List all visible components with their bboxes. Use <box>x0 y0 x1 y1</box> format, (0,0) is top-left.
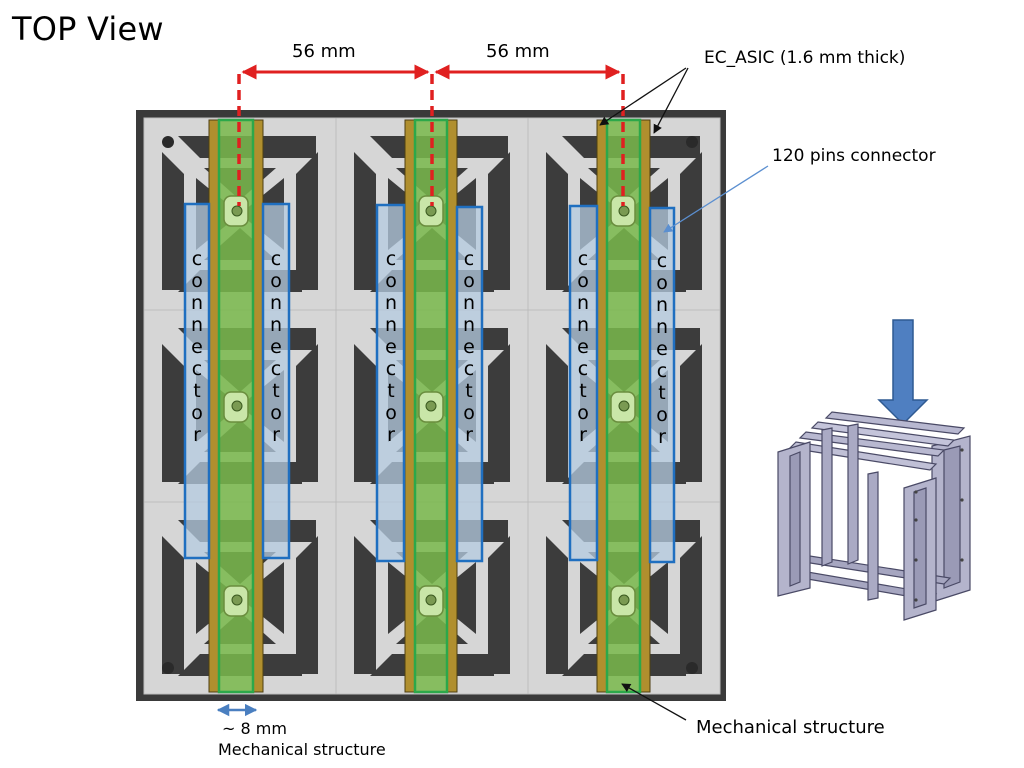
connector-pins-callout: 120 pins connector <box>772 146 936 166</box>
mechanical-frame-3d <box>777 411 971 621</box>
pitch-label-right: 56 mm <box>486 41 550 62</box>
connector-1 <box>183 202 211 560</box>
mechanical-structure-callout: Mechanical structure <box>696 717 885 738</box>
width-caption: Mechanical structure <box>218 740 386 759</box>
pitch-dimension <box>237 64 625 206</box>
connector-5 <box>568 204 599 562</box>
slide-title: TOP View <box>12 10 164 48</box>
width-label: ~ 8 mm <box>222 719 287 738</box>
strip-screws <box>231 205 630 606</box>
mechanical-leader <box>621 683 687 721</box>
callout-leaders <box>599 67 769 721</box>
connector-4 <box>455 205 484 563</box>
connector-6 <box>648 206 676 564</box>
connectors <box>183 202 676 564</box>
connector-2 <box>261 202 291 560</box>
connector-3 <box>375 203 406 563</box>
mounting-holes <box>162 136 698 674</box>
down-arrow-icon <box>877 319 929 426</box>
ec-asic-callout: EC_ASIC (1.6 mm thick) <box>704 48 906 68</box>
ec-asic-leader-2 <box>653 67 689 134</box>
connector-leader <box>663 165 769 233</box>
ec-asic-leader-1 <box>599 67 687 126</box>
pitch-label-left: 56 mm <box>292 41 356 62</box>
